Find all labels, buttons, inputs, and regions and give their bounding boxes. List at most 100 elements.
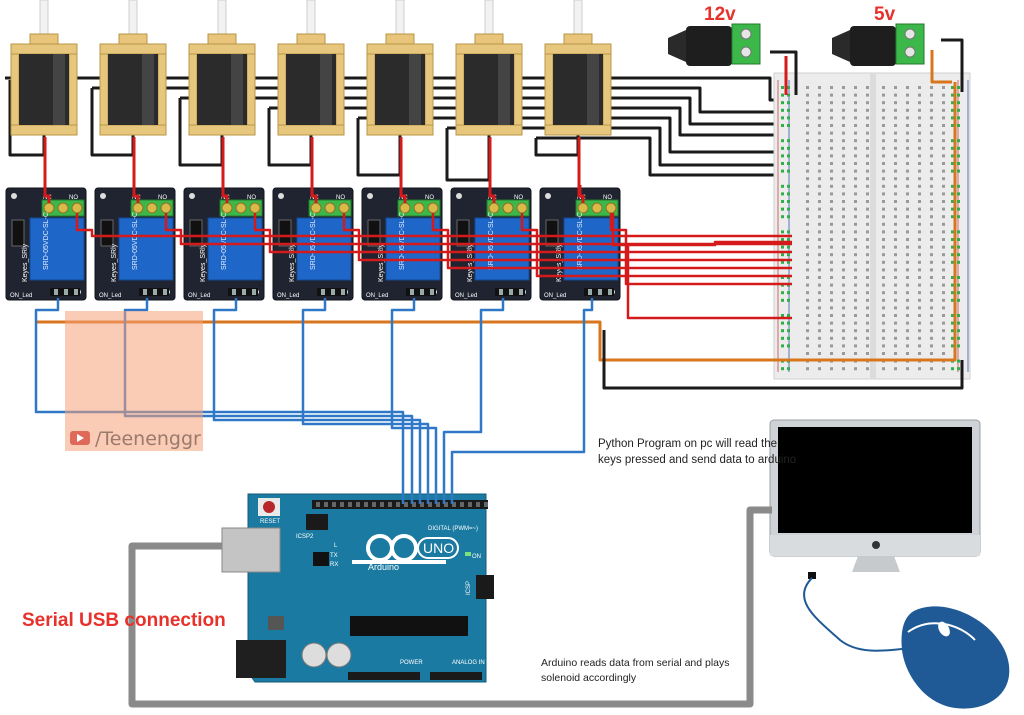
breadboard-hole xyxy=(906,131,909,135)
breadboard-hole xyxy=(894,108,897,112)
breadboard-hole xyxy=(906,276,909,279)
relay-pin-label: ON_Led xyxy=(188,293,210,299)
power-label: POWER xyxy=(400,660,423,666)
rail-hole xyxy=(787,146,790,150)
mount-hole xyxy=(545,193,551,199)
breadboard-hole xyxy=(854,108,857,112)
breadboard-hole xyxy=(918,291,921,295)
solenoid-plunger xyxy=(39,0,49,39)
breadboard-hole xyxy=(894,298,897,302)
breadboard-hole xyxy=(818,268,821,272)
breadboard-hole xyxy=(930,253,933,257)
solenoid-plunger xyxy=(573,0,583,39)
solenoid-bottom-plate xyxy=(544,124,612,136)
breadboard-hole xyxy=(818,344,821,348)
breadboard-hole xyxy=(842,253,845,257)
rail-hole xyxy=(951,124,954,127)
breadboard-hole xyxy=(930,245,933,249)
header-pin xyxy=(519,289,523,295)
solenoid-coil-highlight xyxy=(231,54,243,125)
breadboard-hole xyxy=(830,215,833,219)
screw-icon xyxy=(591,202,603,214)
breadboard-hole xyxy=(866,276,869,279)
solenoid-coil-highlight xyxy=(498,54,510,125)
breadboard-hole xyxy=(882,184,885,188)
breadboard-hole xyxy=(842,329,845,333)
mount-hole xyxy=(456,193,462,199)
rail-hole xyxy=(957,367,960,371)
breadboard-hole xyxy=(894,146,897,150)
breadboard-hole xyxy=(806,260,809,264)
breadboard-hole xyxy=(930,260,933,264)
breadboard-hole xyxy=(842,169,845,173)
on-label: ON xyxy=(472,554,481,560)
breadboard-hole xyxy=(830,336,833,340)
terminal-label-no: NO xyxy=(425,195,434,201)
breadboard-hole xyxy=(866,367,869,371)
logo-line xyxy=(352,560,446,564)
breadboard-hole xyxy=(830,177,833,181)
breadboard-hole xyxy=(866,207,869,211)
breadboard-hole xyxy=(854,329,857,333)
breadboard-hole xyxy=(918,352,921,355)
rail-hole xyxy=(957,124,960,127)
breadboard-hole xyxy=(942,200,945,203)
breadboard-hole xyxy=(806,314,809,317)
breadboard-hole xyxy=(866,108,869,112)
breadboard-hole xyxy=(882,215,885,219)
breadboard-hole xyxy=(854,154,857,158)
breadboard-hole xyxy=(942,222,945,226)
breadboard-hole xyxy=(894,192,897,196)
relay-block xyxy=(29,217,85,281)
rail-hole xyxy=(951,298,954,302)
breadboard-hole xyxy=(942,154,945,158)
rail-hole xyxy=(957,184,960,188)
breadboard-hole xyxy=(830,245,833,249)
breadboard-hole xyxy=(818,238,821,241)
rail-hole xyxy=(957,200,960,203)
breadboard-hole xyxy=(882,291,885,295)
rail-hole xyxy=(781,86,784,89)
breadboard-hole xyxy=(818,86,821,89)
red-wire xyxy=(342,213,792,262)
black-wire xyxy=(445,128,491,182)
breadboard-hole xyxy=(842,93,845,97)
breadboard-hole xyxy=(866,306,869,310)
watermark-logo xyxy=(65,311,203,451)
screw-icon xyxy=(235,202,247,214)
red-wire xyxy=(43,137,51,203)
breadboard-hole xyxy=(906,314,909,317)
breadboard-hole xyxy=(818,283,821,287)
breadboard-hole xyxy=(866,268,869,272)
solenoid-frame-right xyxy=(602,53,612,133)
breadboard-hole xyxy=(806,177,809,181)
reset-label: RESET xyxy=(260,519,280,525)
rail-hole xyxy=(781,276,784,279)
breadboard-hole xyxy=(842,306,845,310)
breadboard-hole xyxy=(806,306,809,310)
terminal-label-no: NO xyxy=(247,195,256,201)
relay-side-label: Keyes_SRly xyxy=(22,243,29,282)
breadboard-hole xyxy=(842,238,845,241)
mount-hole xyxy=(189,193,195,199)
terminal-label-no: NO xyxy=(158,195,167,201)
breadboard-hole xyxy=(894,222,897,226)
screw-icon xyxy=(43,202,55,214)
header-pin xyxy=(252,289,256,295)
breadboard-hole xyxy=(854,86,857,89)
header-pin xyxy=(232,289,236,295)
rail-hole xyxy=(781,192,784,196)
breadboard-hole xyxy=(930,329,933,333)
breadboard-hole xyxy=(854,336,857,340)
breadboard-hole xyxy=(930,367,933,371)
terminal-label-no: NO xyxy=(69,195,78,201)
breadboard-hole xyxy=(806,124,809,127)
header-pin xyxy=(74,289,78,295)
breadboard-hole xyxy=(942,108,945,112)
breadboard-hole xyxy=(942,268,945,272)
mouse xyxy=(803,577,1010,709)
breadboard-hole xyxy=(930,306,933,310)
rail-hole xyxy=(951,146,954,150)
